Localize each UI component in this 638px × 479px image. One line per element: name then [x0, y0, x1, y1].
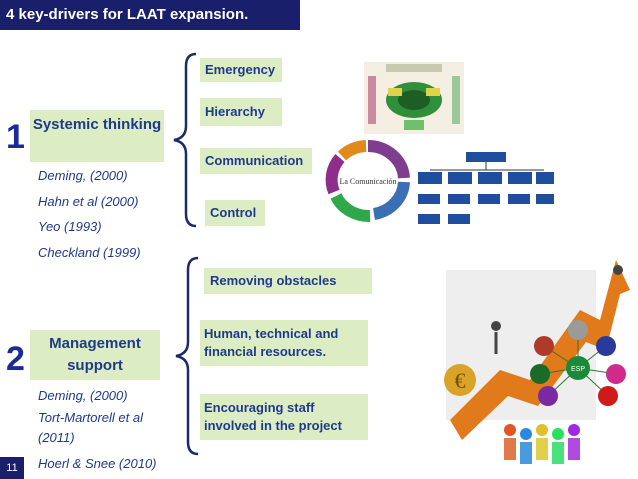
ref-1-4: Checkland (1999) [38, 245, 141, 260]
page-number: 11 [0, 457, 24, 479]
ref-1-3: Yeo (1993) [38, 219, 102, 234]
section-number-1: 1 [6, 118, 25, 156]
ref-1-2: Hahn et al (2000) [38, 194, 139, 209]
driver-encouraging-staff: Encouraging staff involved in the projec… [200, 394, 368, 440]
driver-resources: Human, technical and financial resources… [200, 320, 368, 366]
org-chart-image [418, 152, 554, 224]
section-number-2: 2 [6, 340, 25, 378]
ref-1-1: Deming, (2000) [38, 168, 128, 183]
cycle-label: La Comunicación [339, 177, 396, 186]
topic-systemic-thinking: Systemic thinking [30, 110, 164, 162]
driver-hierarchy: Hierarchy [200, 98, 282, 126]
support-illustration-image: € ESP [444, 260, 630, 464]
ref-2-3: Hoerl & Snee (2010) [38, 456, 157, 471]
slide-title: 4 key-drivers for LAAT expansion. [0, 0, 300, 30]
ref-2-1: Deming, (2000) [38, 388, 128, 403]
driver-communication: Communication [200, 148, 312, 174]
network-center-label: ESP [571, 366, 585, 373]
topic-management-support: Management support [30, 330, 160, 380]
communication-cycle-image: La Comunicación [325, 139, 410, 222]
driver-emergency: Emergency [200, 58, 282, 82]
ref-2-2: Tort-Martorell et al (2011) [38, 410, 143, 445]
driver-control: Control [205, 200, 265, 226]
people-group-icon [504, 424, 580, 464]
brace-1 [173, 52, 197, 228]
driver-removing-obstacles: Removing obstacles [204, 268, 372, 294]
flow-diagram-image [364, 62, 464, 134]
brace-2 [175, 256, 199, 456]
euro-icon: € [455, 368, 466, 393]
